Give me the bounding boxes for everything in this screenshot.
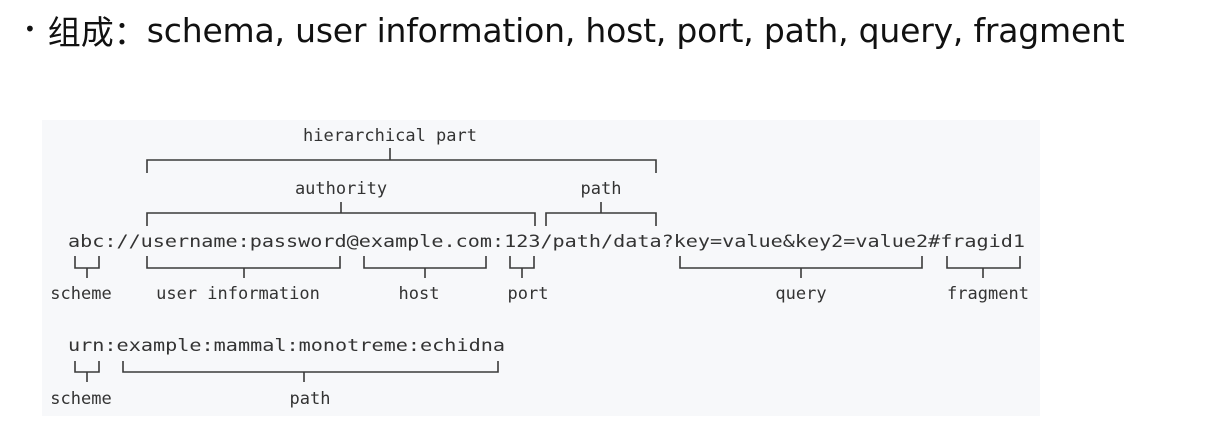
- label-user-information: user information: [156, 284, 320, 304]
- label-scheme: scheme: [50, 284, 111, 304]
- bracket-scheme: [74, 256, 100, 278]
- bracket-host: [363, 256, 487, 278]
- bracket-fragment: [946, 256, 1021, 278]
- bullet-label: 组成：: [47, 13, 147, 52]
- bracket-user-information: [146, 256, 341, 278]
- label-fragment: fragment: [947, 284, 1029, 304]
- uri-example: abc://username:password@example.com:123/…: [68, 232, 1025, 252]
- bracket-authority: [146, 202, 536, 226]
- label-path-top: path: [581, 179, 622, 199]
- label-authority: authority: [295, 179, 387, 199]
- label-query: query: [775, 284, 826, 304]
- label-urn-scheme: scheme: [50, 389, 111, 409]
- bracket-urn-path: [122, 361, 499, 382]
- label-hierarchical-part: hierarchical part: [303, 126, 477, 146]
- bullet-dot: •: [24, 17, 36, 41]
- label-urn-path: path: [290, 389, 331, 409]
- bracket-path-top: [545, 202, 657, 226]
- uri-diagram-svg: hierarchical part authority path abc://u…: [50, 126, 1029, 409]
- bullet-point: • 组成： schema, user information, host, po…: [24, 6, 1125, 54]
- label-host: host: [399, 284, 440, 304]
- bracket-port: [509, 256, 535, 278]
- bracket-query: [679, 256, 923, 278]
- bullet-text: schema, user information, host, port, pa…: [146, 10, 1125, 50]
- bracket-urn-scheme: [74, 361, 100, 382]
- bracket-hierarchical-part: [146, 148, 657, 173]
- uri-syntax-diagram: hierarchical part authority path abc://u…: [42, 120, 1040, 416]
- urn-example: urn:example:mammal:monotreme:echidna: [68, 336, 505, 356]
- label-port: port: [508, 284, 549, 304]
